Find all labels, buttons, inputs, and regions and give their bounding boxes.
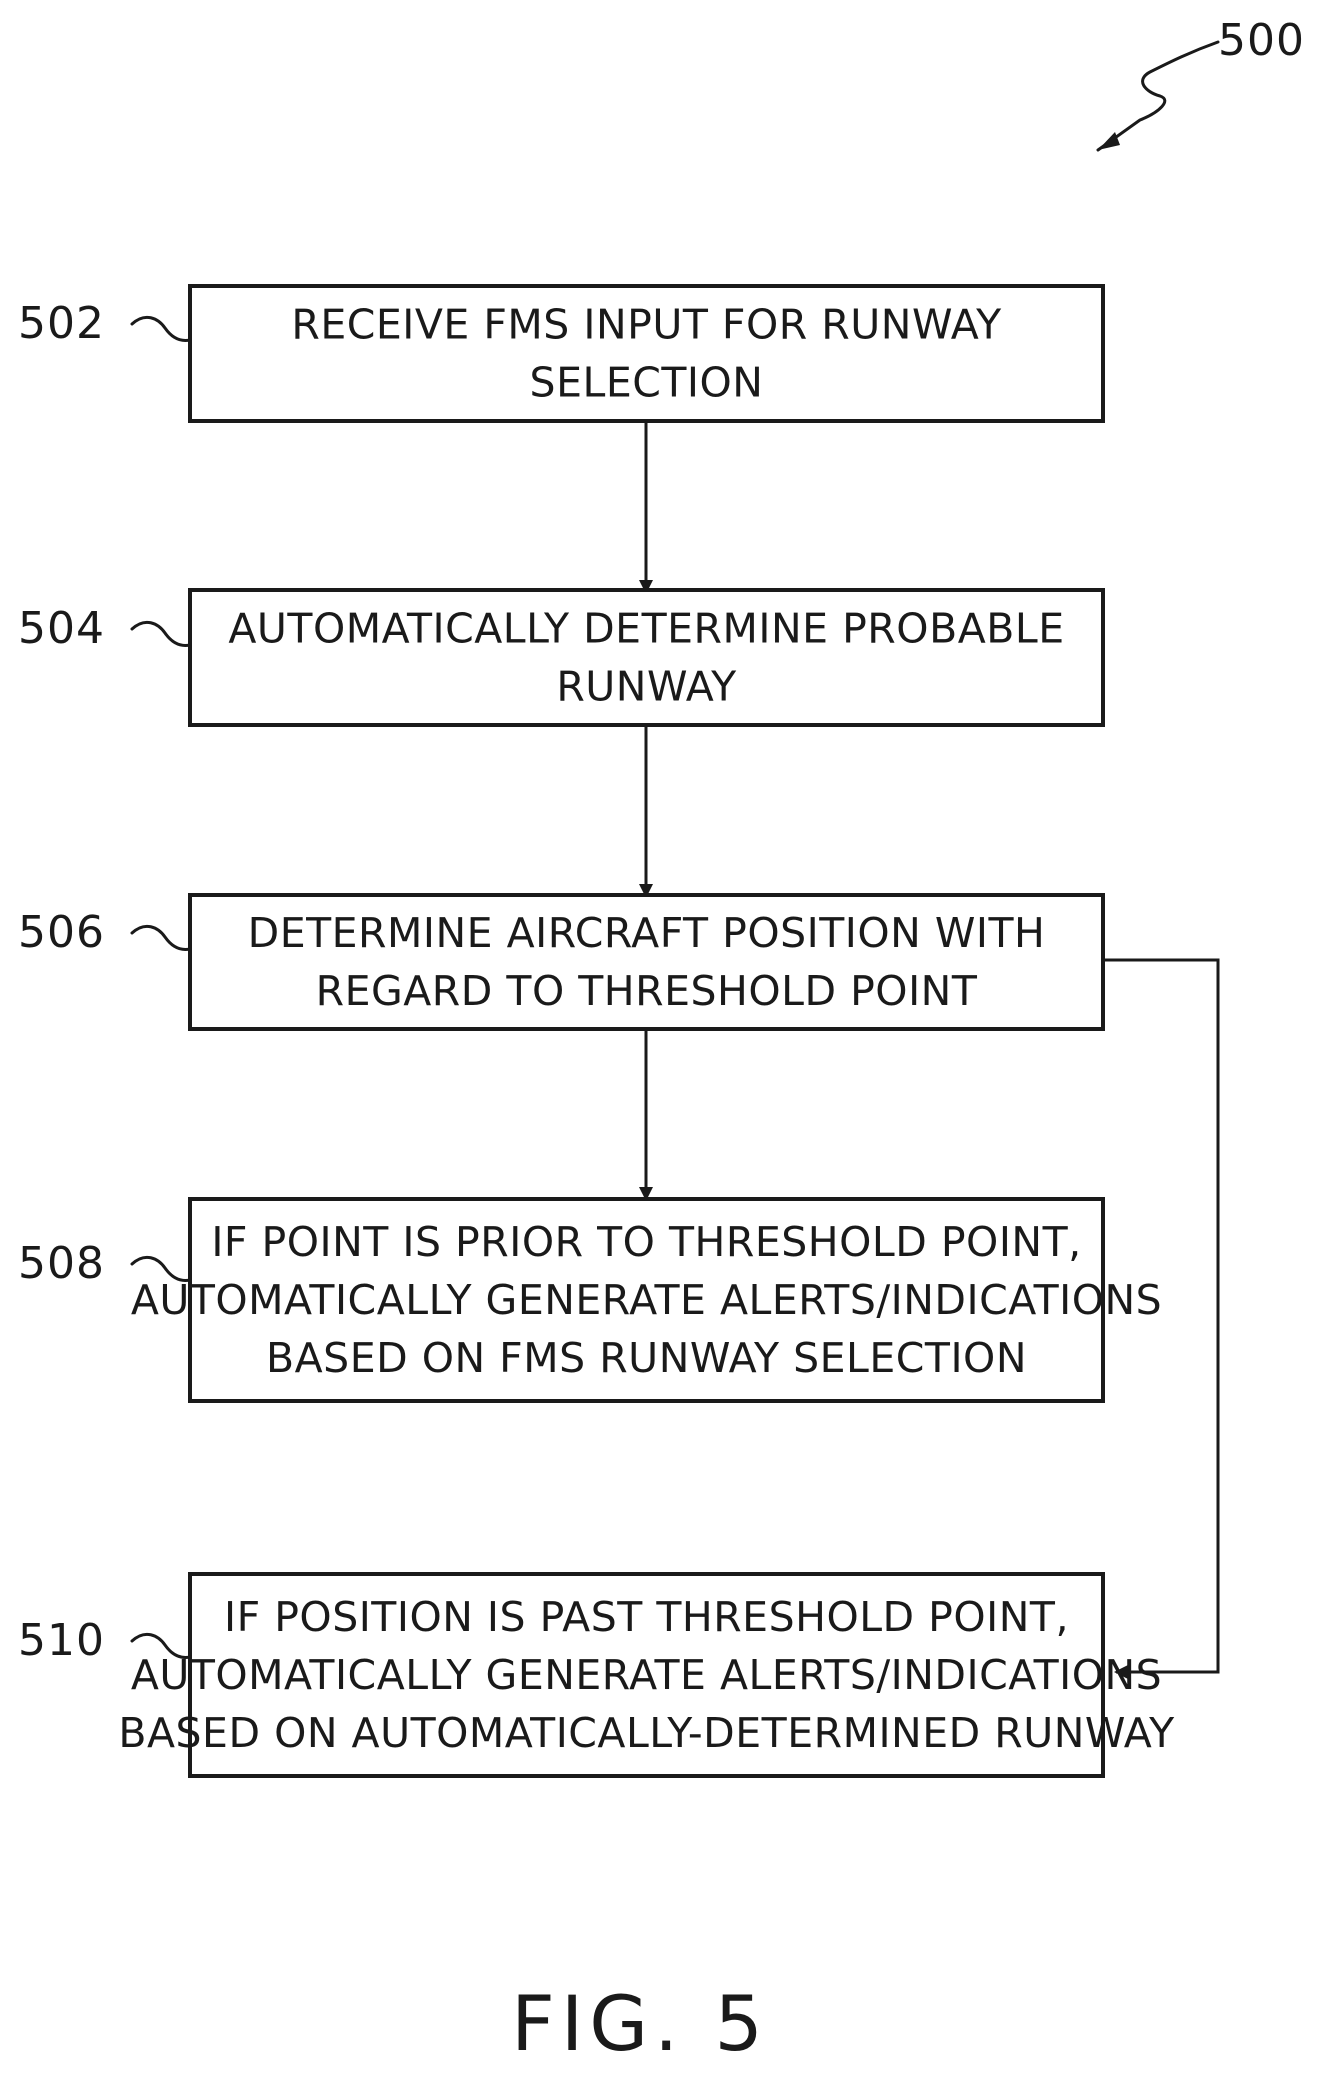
figure-caption: FIG. 5: [511, 1979, 769, 2068]
step-ref-label: 502: [18, 298, 105, 349]
figure-ref-label: 500: [1218, 15, 1305, 66]
step-ref-label: 510: [18, 1615, 105, 1666]
figure-ref-arrowhead: [1098, 132, 1120, 150]
step-ref-leader: [132, 317, 190, 340]
step-ref-leader: [132, 926, 190, 949]
step-box-504: AUTOMATICALLY DETERMINE PROBABLE RUNWAY 50…: [18, 590, 1103, 725]
step-text-line: BASED ON AUTOMATICALLY-DETERMINED RUNWAY: [118, 1709, 1175, 1757]
step-box-502: RECEIVE FMS INPUT FOR RUNWAY SELECTION 502: [18, 286, 1103, 421]
step-ref-label: 504: [18, 603, 105, 654]
step-text-line: AUTOMATICALLY GENERATE ALERTS/INDICATION…: [131, 1651, 1162, 1699]
step-text-line: DETERMINE AIRCRAFT POSITION WITH: [248, 909, 1046, 957]
step-ref-label: 506: [18, 907, 105, 958]
step-text-line: AUTOMATICALLY DETERMINE PROBABLE: [228, 605, 1064, 653]
step-text-line: RECEIVE FMS INPUT FOR RUNWAY: [291, 301, 1002, 349]
step-text-line: RUNWAY: [556, 663, 737, 711]
step-ref-label: 508: [18, 1238, 105, 1289]
step-text-line: IF POINT IS PRIOR TO THRESHOLD POINT,: [211, 1218, 1081, 1266]
step-text-line: AUTOMATICALLY GENERATE ALERTS/INDICATION…: [131, 1276, 1162, 1324]
step-box-508: IF POINT IS PRIOR TO THRESHOLD POINT, AUT…: [18, 1199, 1162, 1401]
figure-ref-pointer: [1098, 42, 1218, 150]
step-text-line: BASED ON FMS RUNWAY SELECTION: [266, 1334, 1027, 1382]
step-box-506: DETERMINE AIRCRAFT POSITION WITH REGARD T…: [18, 895, 1103, 1029]
step-box-510: IF POSITION IS PAST THRESHOLD POINT, AUTO…: [18, 1574, 1175, 1776]
step-text-line: IF POSITION IS PAST THRESHOLD POINT,: [224, 1593, 1069, 1641]
step-text-line: SELECTION: [530, 359, 764, 407]
step-text-line: REGARD TO THRESHOLD POINT: [316, 967, 978, 1015]
step-ref-leader: [132, 622, 190, 645]
